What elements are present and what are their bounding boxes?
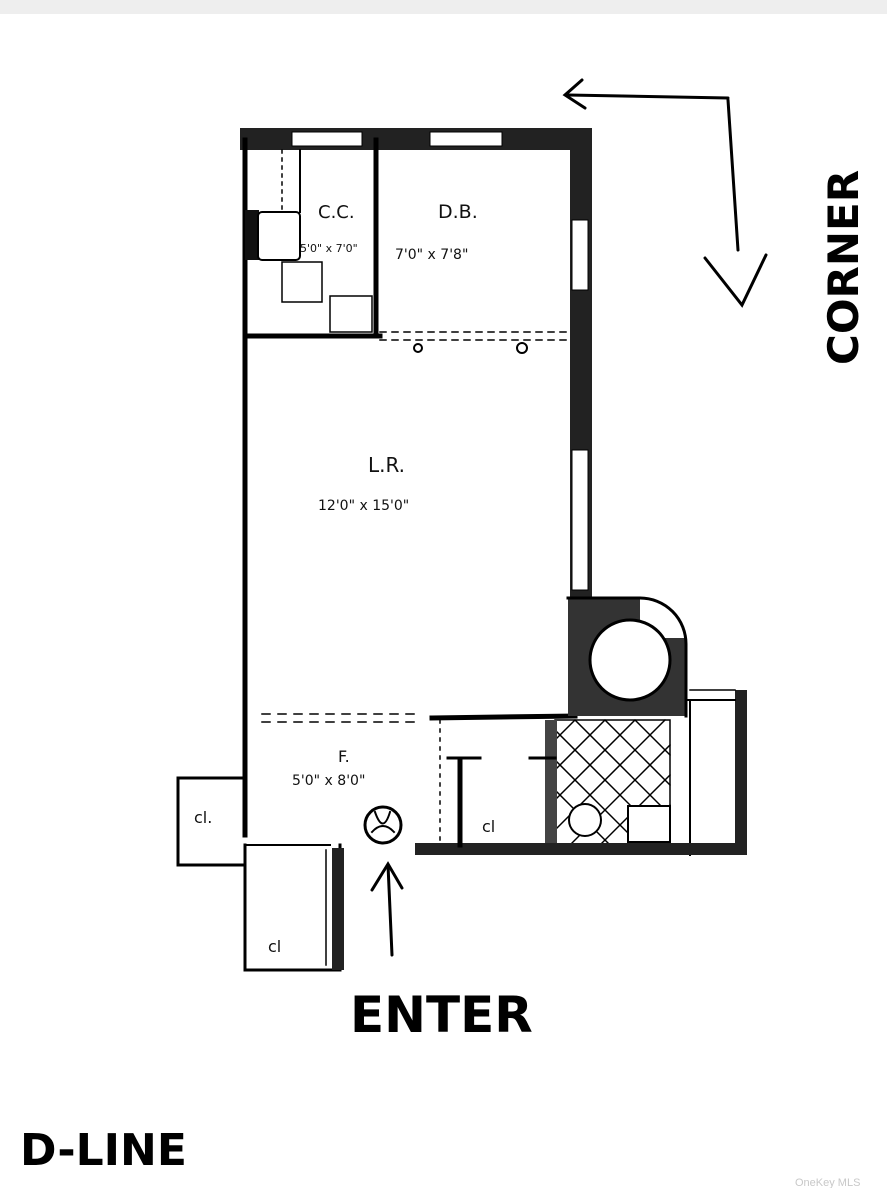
lr-size: 12'0" x 15'0" [318, 498, 409, 514]
corner-label: CORNER [819, 170, 868, 365]
closet-bottom-label: cl [268, 937, 281, 956]
enter-label: ENTER [350, 986, 533, 1044]
db-label: D.B. [438, 201, 478, 223]
line-label: D-LINE [20, 1125, 187, 1176]
scan-edge [0, 0, 887, 14]
walls [176, 128, 747, 972]
foyer-label: F. [338, 747, 350, 766]
cc-size: 5'0" x 7'0" [300, 242, 358, 255]
closet-right-label: cl [482, 817, 495, 836]
enter-arrow-icon [370, 861, 404, 957]
db-size: 7'0" x 7'8" [395, 247, 468, 263]
cc-label: C.C. [318, 202, 355, 223]
lr-label: L.R. [368, 453, 405, 477]
watermark: OneKey MLS [795, 1177, 860, 1188]
closet-left-label: cl. [194, 808, 212, 827]
foyer-size: 5'0" x 8'0" [292, 773, 365, 789]
corner-arrow-icon [562, 78, 768, 308]
